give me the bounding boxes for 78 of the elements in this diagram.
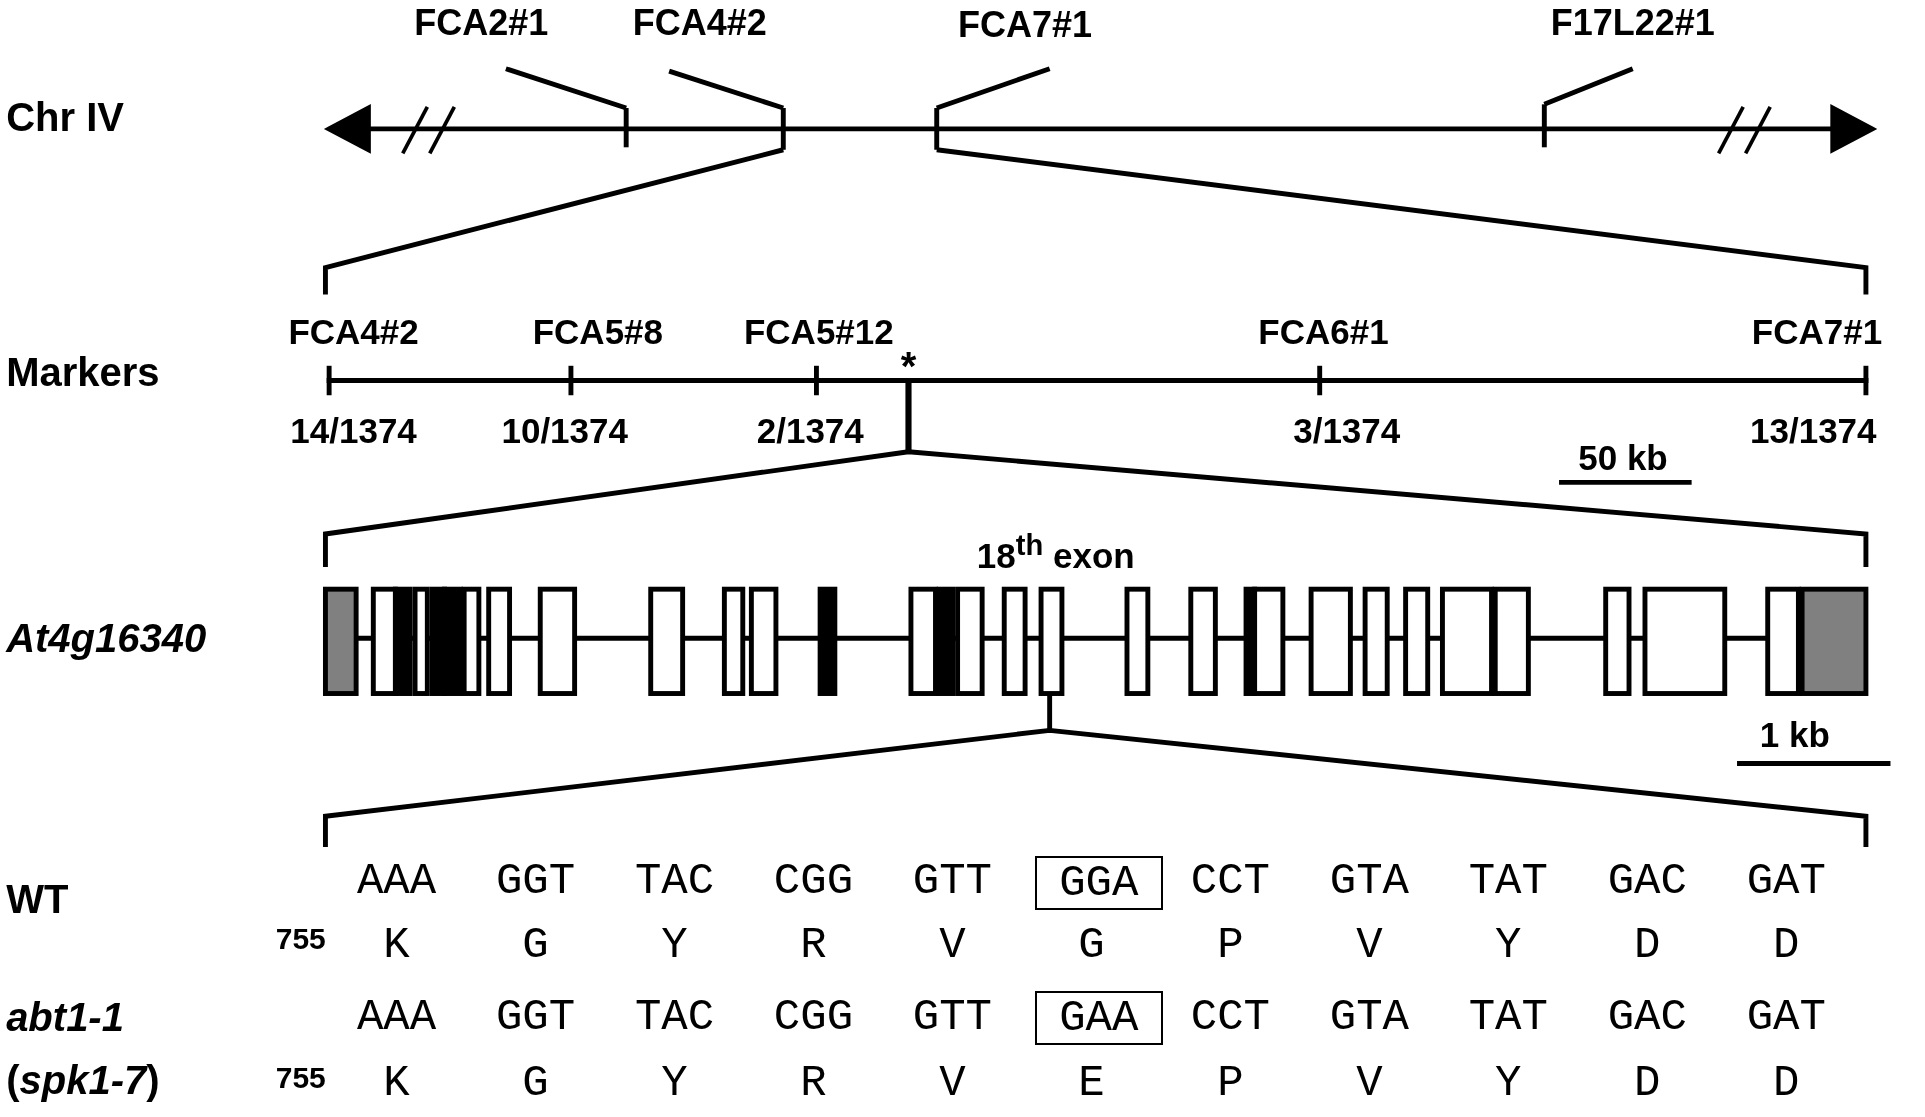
marker-label: F17L22#1	[1528, 4, 1738, 69]
amino-acid: G	[1078, 923, 1105, 968]
codon: AAA	[356, 994, 437, 1039]
codon: CGG	[773, 994, 854, 1039]
amino-acid: K	[383, 1060, 410, 1105]
axis-label: Markers	[6, 352, 160, 392]
asterisk-mark: *	[900, 345, 917, 386]
marker-tick	[934, 108, 940, 150]
leader-line	[935, 66, 1051, 111]
codon: TAC	[634, 994, 715, 1039]
amino-acid: D	[1634, 923, 1661, 968]
codon: TAT	[1468, 859, 1548, 904]
scale-label: 50 kb	[1578, 439, 1668, 475]
marker-label: FCA6#1	[1258, 313, 1389, 349]
leader-line	[668, 68, 785, 111]
amino-acid: E	[1078, 1060, 1105, 1105]
scale-label: 1 kb	[1759, 716, 1830, 752]
amino-acid: D	[1634, 1060, 1661, 1105]
codon: GAT	[1746, 859, 1826, 904]
codon: TAT	[1468, 994, 1548, 1039]
marker-label: FCA5#8	[532, 313, 664, 349]
amino-acid: P	[1217, 923, 1244, 968]
recombinant-count: 13/1374	[1750, 412, 1877, 448]
marker-tick	[623, 108, 629, 148]
codon: GTT	[912, 859, 993, 904]
amino-acid: Y	[1495, 1060, 1522, 1105]
recombinant-count: 3/1374	[1293, 412, 1401, 448]
codon: GGT	[495, 994, 576, 1039]
amino-acid: V	[1356, 923, 1383, 968]
marker-label: FCA7#1	[933, 7, 1118, 69]
residue-number: 755	[275, 1062, 326, 1093]
amino-acid: R	[800, 923, 827, 968]
codon: GAC	[1607, 994, 1687, 1039]
amino-acid: Y	[661, 923, 688, 968]
codon: GAC	[1607, 859, 1687, 904]
amino-acid: D	[1773, 1060, 1800, 1105]
marker-label: FCA2#1	[389, 4, 574, 69]
recombinant-count: 10/1374	[501, 412, 628, 448]
codon: GGT	[495, 859, 576, 904]
codon: CCT	[1190, 859, 1270, 904]
genotype-label: WT	[6, 878, 69, 919]
leader-line	[505, 66, 627, 111]
marker-label: FCA4#2	[288, 313, 419, 349]
recombinant-count: 2/1374	[756, 412, 864, 448]
exon-label: 18$^{th}$ exon	[976, 531, 1135, 574]
marker-tick	[780, 108, 786, 150]
marker-tick	[1541, 104, 1547, 148]
amino-acid: V	[939, 1060, 966, 1105]
codon: TAC	[634, 859, 715, 904]
codon: GTA	[1329, 859, 1409, 904]
marker-label: FCA4#2	[607, 4, 792, 72]
residue-number: 755	[275, 924, 326, 955]
genotype-label: (spk1-7)	[6, 1060, 160, 1101]
leader-line	[1543, 66, 1634, 107]
amino-acid: Y	[661, 1060, 688, 1105]
axis-label: Chr IV	[6, 96, 124, 137]
codon: AAA	[356, 859, 437, 904]
codon-box: GAA	[1034, 990, 1163, 1045]
amino-acid: V	[939, 923, 966, 968]
amino-acid: R	[800, 1060, 827, 1105]
amino-acid: K	[383, 923, 410, 968]
marker-label: FCA5#12	[743, 313, 894, 349]
amino-acid: G	[522, 923, 549, 968]
codon: CGG	[773, 859, 854, 904]
amino-acid: D	[1773, 923, 1800, 968]
amino-acid: P	[1217, 1060, 1244, 1105]
amino-acid: Y	[1495, 923, 1522, 968]
amino-acid: G	[522, 1060, 549, 1105]
codon: GAT	[1746, 994, 1826, 1039]
recombinant-count: 14/1374	[290, 412, 417, 448]
codon-box: GGA	[1034, 855, 1163, 910]
gene-name: At4g16340	[6, 618, 207, 659]
codon: GTT	[912, 994, 993, 1039]
genotype-label: abt1-1	[6, 996, 124, 1037]
amino-acid: V	[1356, 1060, 1383, 1105]
codon: GTA	[1329, 994, 1409, 1039]
marker-label: FCA7#1	[1751, 313, 1883, 349]
codon: CCT	[1190, 994, 1270, 1039]
